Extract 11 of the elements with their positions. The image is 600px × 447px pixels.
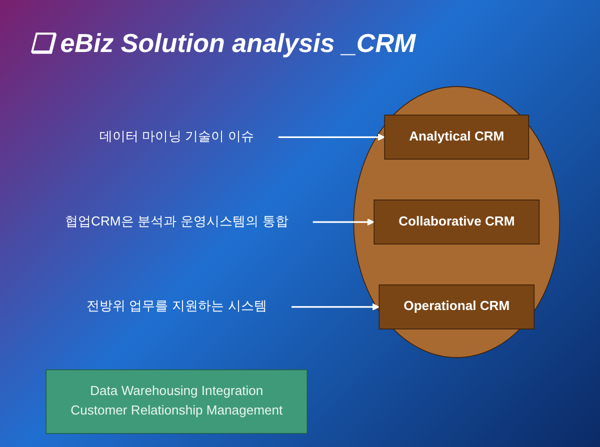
node-box: Collaborative CRM xyxy=(374,200,540,244)
node-box: Analytical CRM xyxy=(384,114,530,160)
node-text: 데이터 마이닝 기술이 이슈 xyxy=(99,130,254,144)
node-text: 전방위 업무를 지원하는 시스템 xyxy=(86,300,267,314)
arrow xyxy=(291,303,380,311)
slide-title: ❑ eBiz Solution analysis _CRM xyxy=(30,28,416,59)
arrow xyxy=(278,134,385,141)
node-box: Data Warehousing Integration Customer Relationship Management xyxy=(46,369,308,434)
node-box: Operational CRM xyxy=(378,284,535,330)
arrow xyxy=(312,218,374,226)
node-text: 협업CRM은 분석과 운영시스템의 통합 xyxy=(64,214,288,229)
